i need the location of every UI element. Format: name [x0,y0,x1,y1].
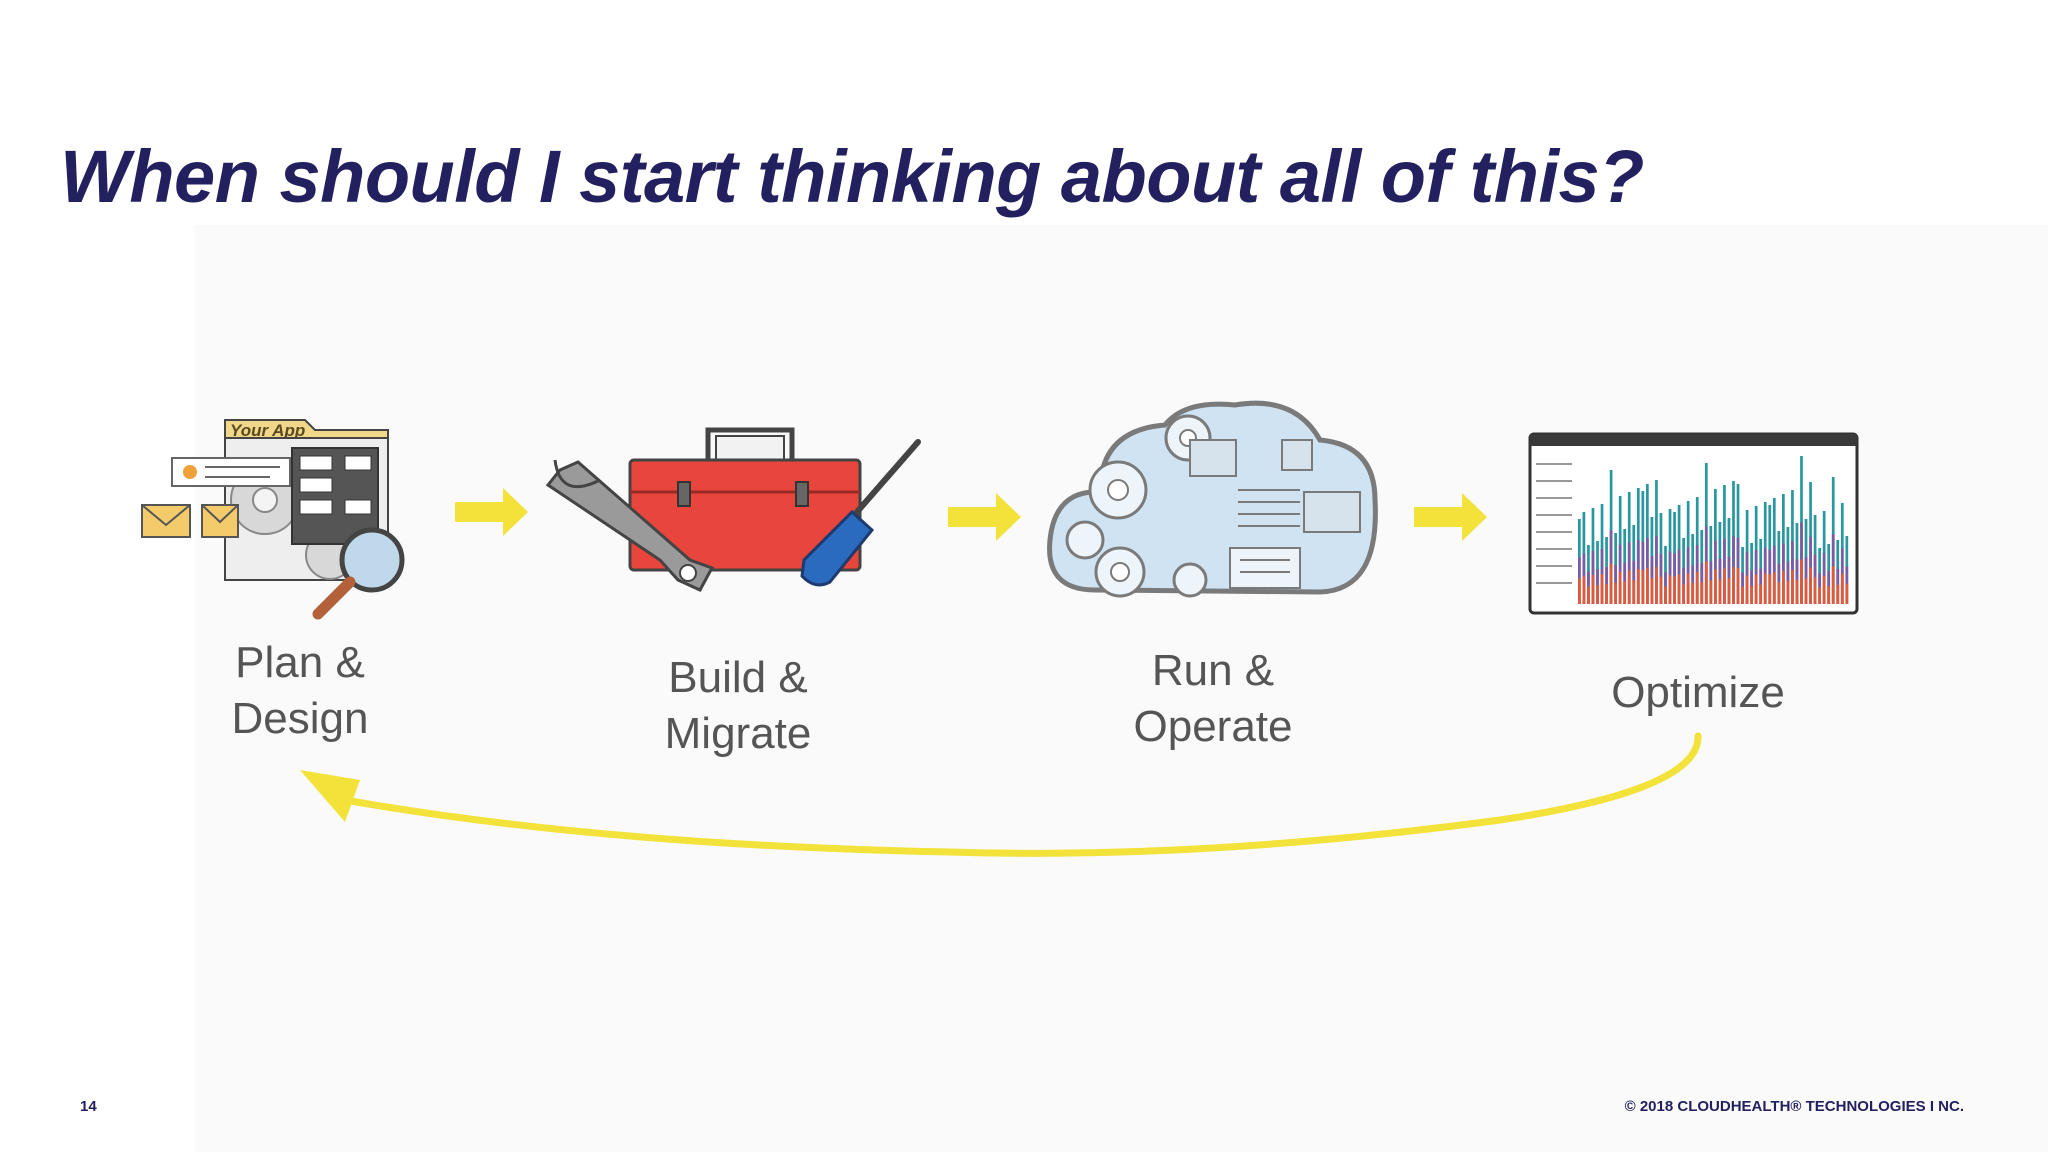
dashboard-bar-segment [1691,583,1695,604]
dashboard-bar-segment [1782,571,1785,604]
dashboard-bar-segment [1623,581,1627,604]
dashboard-bar-segment [1700,581,1704,604]
dashboard-bar-segment [1677,574,1681,604]
dashboard-bar-segment [1600,574,1604,604]
dashboard-bar-segment [1809,567,1812,604]
dashboard-bar-segment [1582,576,1586,604]
plan-design-icon: Your App [141,419,405,620]
arrow-right-1 [455,488,528,536]
dashboard-bar-segment [1587,586,1590,604]
dashboard-bar-segment [1695,571,1699,604]
page-number: 14 [80,1098,97,1115]
dashboard-bar-segment [1641,570,1645,604]
dashboard-bar-segment [1704,561,1708,604]
dashboard-bar-segment [1845,583,1849,604]
dashboard-bar-segment [1650,577,1654,604]
dashboard-bar-segment [1831,565,1835,604]
dashboard-bar-segment [1627,570,1631,604]
dashboard-bar-segment [1813,577,1817,604]
dashboard-bar-segment [1618,571,1622,604]
dashboard-bar-segment [1686,573,1690,604]
step-label-line2: Operate [1133,702,1293,751]
dashboard-bar-segment [1578,578,1581,604]
dashboard-bar-segment [1791,569,1794,604]
dashboard-bar-segment [1800,559,1803,604]
dashboard-bar-segment [1609,563,1613,604]
step-label-line1: Run & [1151,646,1275,695]
dashboard-bar-segment [1786,580,1790,604]
dashboard-bar-segment [1655,566,1658,604]
dashboard-bar-segment [1605,583,1608,604]
dashboard-bar-segment [1772,572,1776,604]
dashboard-bar-segment [1591,575,1595,604]
dashboard-bar-segment [1840,573,1844,604]
dashboard-bar-segment [1741,586,1744,604]
dashboard-chart-icon [1528,432,1859,615]
dashboard-bar-segment [1759,584,1763,604]
your-app-text: Your App [230,421,305,440]
dashboard-bar-segment [1804,578,1808,604]
background-panel [195,225,2048,1152]
return-arrow [341,732,1702,857]
dashboard-bar-segment [1718,579,1722,604]
step-label-line2: Design [231,694,369,743]
dashboard-bar-segment [1750,585,1753,604]
dashboard-bar-segment [1736,568,1740,604]
step-label-line1: Plan & [235,638,365,687]
dashboard-bar-segment [1723,568,1726,604]
step-label-line2: Migrate [664,709,812,758]
dashboard-bar-segment [1763,573,1767,604]
dashboard-bar-segment [1636,569,1640,604]
dashboard-bar-segment [1827,586,1831,604]
dashboard-bar-segment [1836,584,1840,604]
arrow-right-2 [948,493,1021,541]
toolbox-icon [545,427,921,592]
dashboard-bar-segment [1732,567,1735,604]
dashboard-bar-segment [1596,585,1599,604]
dashboard-bar-segment [1795,579,1799,604]
dashboard-bar-segment [1777,582,1781,604]
dashboard-bar-segment [1632,580,1636,604]
dashboard-bar-segment [1664,586,1667,604]
dashboard-bar-segment [1709,580,1713,604]
dashboard-bar-segment [1714,569,1717,604]
dashboard-bar-segment [1646,568,1649,604]
step-label-plan-design: Plan & Design [140,635,460,747]
step-label-run-operate: Run & Operate [1053,643,1373,755]
return-arrowhead [300,770,360,822]
copyright-text: © 2018 CLOUDHEALTH® TECHNOLOGIES I NC. [1624,1098,1964,1115]
dashboard-bar-segment [1822,576,1826,604]
dashboard-bar-segment [1745,575,1749,604]
dashboard-bar-segment [1727,578,1731,604]
dashboard-bar-segment [1659,576,1663,604]
dashboard-bar-segment [1768,574,1772,604]
dashboard-bar-segment [1682,584,1685,604]
step-label-line1: Optimize [1611,668,1785,717]
dashboard-bar-segment [1668,575,1672,604]
step-label-optimize: Optimize [1538,665,1858,721]
dashboard-bar-segment [1673,576,1676,604]
step-label-line1: Build & [668,653,808,702]
arrow-right-3 [1414,493,1487,541]
step-label-build-migrate: Build & Migrate [578,650,898,762]
dashboard-bar-segment [1754,574,1758,604]
dashboard-bar-segment [1614,582,1617,604]
cloud-gears-icon [1047,400,1378,598]
dashboard-bar-segment [1818,587,1821,604]
slide-title: When should I start thinking about all o… [60,135,1644,218]
